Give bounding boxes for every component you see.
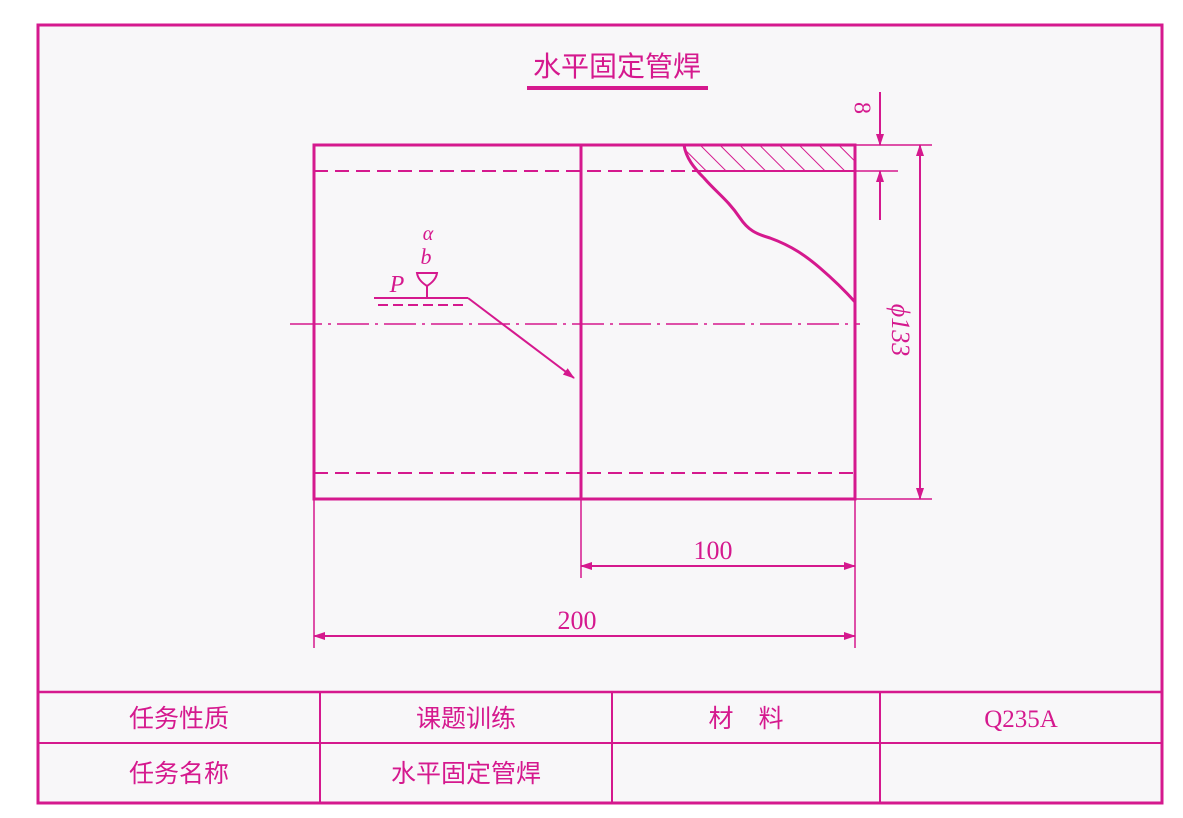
task-name-value: 水平固定管焊 bbox=[391, 759, 541, 788]
break-line bbox=[682, 144, 857, 304]
pipe-outline bbox=[312, 143, 857, 501]
diameter-label: ϕ133 bbox=[886, 304, 915, 356]
weld-angle-label: α bbox=[423, 223, 434, 245]
material-label: 材 料 bbox=[708, 704, 783, 733]
total-length-label: 200 bbox=[558, 606, 597, 635]
task-nature-label: 任务性质 bbox=[129, 704, 229, 733]
weld-leader-arrow bbox=[467, 297, 575, 379]
weld-penetration-label: P bbox=[389, 272, 405, 298]
info-table bbox=[38, 690, 1162, 803]
task-nature-value: 课题训练 bbox=[416, 704, 516, 733]
wall-thickness-label: 8 bbox=[848, 102, 874, 114]
material-value: Q235A bbox=[984, 706, 1058, 733]
wall-section-hatch bbox=[684, 145, 855, 171]
weld-groove-symbol bbox=[415, 272, 439, 298]
task-name-label: 任务名称 bbox=[129, 759, 229, 788]
half-length-label: 100 bbox=[694, 536, 733, 565]
weld-gap-label: b bbox=[421, 244, 432, 269]
drawing-title: 水平固定管焊 bbox=[533, 50, 701, 83]
sheet-border bbox=[36, 23, 1164, 805]
